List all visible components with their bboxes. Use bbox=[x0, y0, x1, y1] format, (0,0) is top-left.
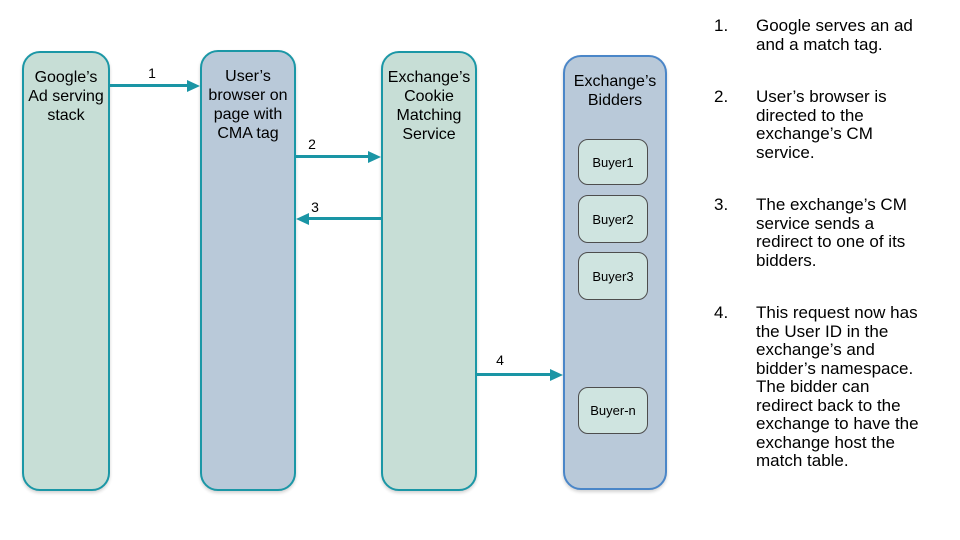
buyer-n-box: Buyer-n bbox=[578, 387, 648, 434]
arrow-1-line bbox=[110, 84, 189, 87]
buyer1-box: Buyer1 bbox=[578, 139, 648, 185]
arrow-3-head-icon bbox=[296, 213, 309, 225]
step-item-1: 1. Google serves an ad and a match tag. bbox=[714, 16, 960, 54]
arrow-2-label: 2 bbox=[308, 136, 316, 152]
step-2-number: 2. bbox=[714, 87, 729, 106]
node-exchange-bidders-label: Exchange’s Bidders bbox=[573, 73, 657, 109]
node-user-browser-label: User’s browser on page with CMA tag bbox=[208, 68, 288, 142]
node-exchange-bidders: Exchange’s Bidders Buyer1 Buyer2 Buyer3 … bbox=[563, 55, 667, 490]
step-1-text: Google serves an ad and a match tag. bbox=[756, 16, 913, 54]
step-item-2: 2. User’s browser is directed to the exc… bbox=[714, 87, 960, 162]
step-item-4: 4. This request now has the User ID in t… bbox=[714, 303, 960, 471]
node-exchange-cookie-matching-service: Exchange’s Cookie Matching Service bbox=[381, 51, 477, 491]
buyer-n-label: Buyer-n bbox=[590, 403, 636, 418]
arrow-3-label: 3 bbox=[311, 199, 319, 215]
node-exchange-cookie-matching-service-label: Exchange’s Cookie Matching Service bbox=[387, 69, 471, 143]
step-3-text: The exchange’s CM service sends a redire… bbox=[756, 195, 907, 270]
buyer1-label: Buyer1 bbox=[592, 154, 634, 170]
arrow-4-head-icon bbox=[550, 369, 563, 381]
arrow-4-line bbox=[477, 373, 552, 376]
arrow-2-head-icon bbox=[368, 151, 381, 163]
step-4-number: 4. bbox=[714, 303, 729, 322]
buyer2-box: Buyer2 bbox=[578, 195, 648, 243]
buyer3-box: Buyer3 bbox=[578, 252, 648, 300]
step-1-number: 1. bbox=[714, 16, 729, 35]
step-2-text: User’s browser is directed to the exchan… bbox=[756, 87, 887, 162]
step-3-number: 3. bbox=[714, 195, 729, 214]
node-google-ad-serving-stack: Google’s Ad serving stack bbox=[22, 51, 110, 491]
step-item-3: 3. The exchange’s CM service sends a red… bbox=[714, 195, 960, 270]
arrow-4-label: 4 bbox=[496, 352, 504, 368]
arrow-1-head-icon bbox=[187, 80, 200, 92]
arrow-1-label: 1 bbox=[148, 65, 156, 81]
node-user-browser: User’s browser on page with CMA tag bbox=[200, 50, 296, 491]
buyer3-label: Buyer3 bbox=[592, 268, 634, 284]
arrow-2-line bbox=[296, 155, 369, 158]
arrow-3-line bbox=[308, 217, 381, 220]
buyer2-label: Buyer2 bbox=[592, 211, 634, 227]
node-google-ad-serving-stack-label: Google’s Ad serving stack bbox=[28, 69, 104, 124]
steps-list: 1. Google serves an ad and a match tag. … bbox=[714, 16, 960, 505]
step-4-text: This request now has the User ID in the … bbox=[756, 303, 919, 470]
